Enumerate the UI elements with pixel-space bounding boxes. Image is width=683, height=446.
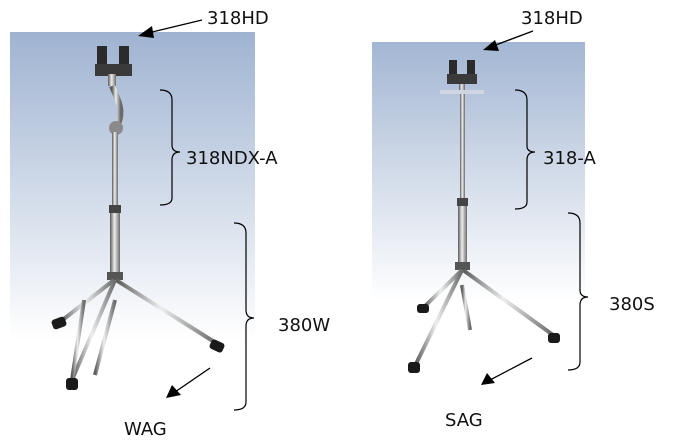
label-right-head: 318HD [521, 8, 583, 29]
right-upper-tube [460, 94, 465, 204]
label-left-base: WAG [124, 419, 167, 440]
arrow-left-head [147, 19, 203, 34]
left-height-clamp [109, 205, 121, 213]
right-tripod-legs [413, 268, 555, 367]
arrow-left-base [174, 367, 211, 393]
left-foot [66, 378, 78, 390]
label-left-lower: 380W [278, 315, 331, 336]
label-right-base: SAG [445, 410, 483, 431]
left-boom-arm [109, 84, 124, 126]
bracket-left-lower [233, 222, 255, 411]
bracket-right-upper [514, 89, 536, 210]
right-foot [548, 333, 560, 343]
right-lower-tube [458, 206, 467, 268]
left-photo-background [10, 32, 255, 427]
arrowhead [166, 385, 181, 398]
right-plate [440, 90, 484, 94]
label-right-lower: 380S [609, 294, 655, 315]
left-stand [51, 46, 225, 390]
left-lower-tube [110, 213, 120, 278]
arrowhead [481, 373, 495, 385]
arrow-right-base [489, 357, 533, 381]
left-upper-tube [112, 132, 118, 212]
left-tilter [109, 121, 123, 135]
arrowhead [138, 26, 154, 38]
right-photo-background [372, 42, 585, 387]
bracket-right-lower [567, 212, 589, 371]
arrow-right-head [492, 30, 534, 47]
right-height-clamp [457, 198, 468, 206]
right-foot [417, 304, 429, 313]
brackets [159, 89, 589, 411]
left-foot [209, 339, 225, 353]
left-drum-holder [95, 46, 132, 86]
bracket-left-upper [159, 89, 181, 206]
label-left-upper: 318NDX-A [186, 148, 278, 169]
annotation-arrows [138, 19, 534, 398]
right-drum-holder [447, 60, 477, 92]
right-foot [408, 362, 420, 373]
left-tripod-legs [58, 278, 218, 381]
label-right-upper: 318-A [543, 148, 596, 169]
right-stand [408, 60, 560, 373]
arrowhead [483, 40, 499, 51]
left-foot [51, 316, 67, 330]
label-left-head: 318HD [207, 8, 269, 29]
